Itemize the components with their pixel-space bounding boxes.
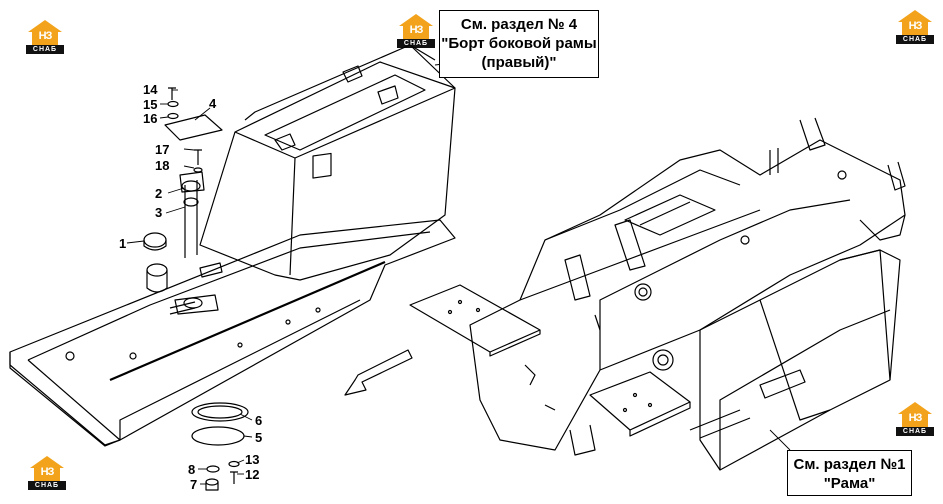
upper-housing bbox=[199, 61, 456, 281]
reference-line: (правый)" bbox=[481, 54, 557, 71]
callout-16: 16 bbox=[143, 111, 157, 126]
callout-7: 7 bbox=[190, 477, 197, 492]
frame-top-plate bbox=[624, 194, 716, 236]
callout-17: 17 bbox=[155, 142, 169, 157]
flange-plate bbox=[191, 426, 245, 446]
nz-snab-logo-top-right: НЗ СНАБ bbox=[896, 10, 934, 44]
tank-front-face bbox=[9, 352, 121, 447]
reference-line: См. раздел №1 bbox=[793, 456, 906, 473]
fuel-tank-assembly bbox=[9, 44, 456, 491]
frame-step-plate bbox=[589, 371, 691, 431]
nz-snab-logo-top-center: НЗ СНАБ bbox=[397, 14, 435, 48]
callout-12: 12 bbox=[245, 467, 259, 482]
direction-arrow bbox=[344, 349, 413, 396]
nz-snab-logo-bottom-left: НЗ СНАБ bbox=[28, 456, 66, 490]
callout-13: 13 bbox=[245, 452, 259, 467]
callout-3: 3 bbox=[155, 205, 162, 220]
reference-line: "Борт боковой рамы bbox=[441, 35, 597, 52]
nz-snab-logo-bottom-right: НЗ СНАБ bbox=[896, 402, 934, 436]
callout-15: 15 bbox=[143, 97, 157, 112]
callout-14: 14 bbox=[143, 82, 158, 97]
tank-body-outline bbox=[9, 219, 456, 446]
callout-5: 5 bbox=[255, 430, 262, 445]
tank-top-edge bbox=[27, 231, 431, 361]
callout-6: 6 bbox=[255, 413, 262, 428]
main-frame-assembly bbox=[409, 117, 906, 471]
reference-line: "Рама" bbox=[823, 475, 876, 492]
callout-1: 1 bbox=[119, 236, 126, 251]
nz-snab-logo-top-left: НЗ СНАБ bbox=[26, 20, 64, 54]
reference-frame: См. раздел №1 "Рама" bbox=[787, 450, 912, 496]
tank-cap bbox=[143, 232, 167, 248]
flange-gasket bbox=[191, 402, 249, 422]
reference-frame-side: См. раздел № 4 "Борт боковой рамы (правы… bbox=[439, 10, 599, 78]
callout-4: 4 bbox=[209, 96, 217, 111]
callout-8: 8 bbox=[188, 462, 195, 477]
filler-neck bbox=[184, 180, 198, 258]
callout-2: 2 bbox=[155, 186, 162, 201]
frame-side-rail bbox=[469, 139, 906, 451]
reference-line: См. раздел № 4 bbox=[460, 16, 578, 33]
callout-18: 18 bbox=[155, 158, 169, 173]
callout-numbers: 14 15 16 4 17 18 2 3 1 6 5 13 8 12 7 bbox=[119, 82, 262, 492]
frame-rear-box bbox=[699, 249, 901, 471]
cover-plate bbox=[164, 114, 223, 141]
filter-element bbox=[146, 270, 168, 293]
callout-leaders bbox=[126, 61, 791, 485]
